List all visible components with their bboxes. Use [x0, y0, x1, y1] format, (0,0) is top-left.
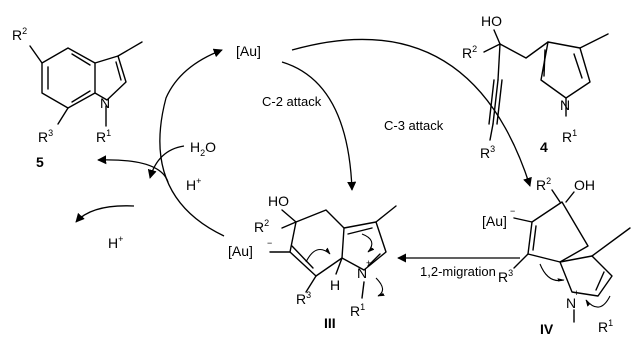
compound-label-iv: IV	[540, 321, 554, 337]
proton-out-arrow	[75, 205, 135, 223]
compound-label-iii: III	[324, 315, 336, 331]
r2-label-5: R2	[12, 26, 27, 43]
h-label-iii: H	[330, 277, 340, 293]
hydroxyl-label-iii: HO	[268, 193, 289, 209]
r1-label-iv: R1	[598, 318, 613, 335]
au-label-iv: [Au]	[482, 213, 507, 229]
substrate-4-structure: HO R2 N R1 R3 4	[462, 13, 609, 161]
n-charge-iii: +	[366, 258, 371, 268]
hydroxyl-label-4: HO	[481, 13, 502, 29]
au-label-iii: [Au]	[228, 243, 253, 259]
n-label-iv: N	[566, 295, 576, 311]
r3-label-5: R3	[38, 128, 53, 145]
au-charge-iv: −	[510, 206, 515, 216]
r2-label-iii: R2	[254, 218, 269, 235]
r2-label-4: R2	[462, 44, 477, 61]
compound-label-5: 5	[36, 154, 44, 170]
intermediate-iii-structure: HO R2 [Au] − R3 H N + R1 III	[228, 193, 397, 331]
product-release-arrow	[97, 155, 169, 183]
r3-label-iv: R3	[498, 268, 513, 285]
r1-label-5: R1	[96, 128, 111, 145]
product-5-structure: R2 R3 N R1 5	[12, 26, 143, 170]
au-charge-iii: −	[267, 238, 272, 248]
n-charge-iv: +	[574, 288, 579, 298]
proton-label-out: H+	[108, 234, 123, 251]
proton-label-in: H+	[186, 176, 201, 193]
r1-label-4: R1	[562, 128, 577, 145]
hydroxyl-label-iv: OH	[574, 177, 595, 193]
r3-label-iii: R3	[296, 290, 311, 307]
r1-label-iii: R1	[350, 302, 365, 319]
compound-label-4: 4	[540, 139, 548, 155]
intermediate-iv-structure: R2 OH [Au] − R3 N + R1 IV	[482, 176, 631, 337]
n-label-4: N	[560, 97, 570, 113]
c2-attack-label: C-2 attack	[262, 94, 322, 109]
cycle-return-arrow	[159, 48, 225, 237]
n-label-5: N	[100, 95, 110, 111]
c3-attack-arrow	[291, 38, 532, 187]
catalyst-label: [Au]	[236, 43, 261, 59]
r3-label-4: R3	[480, 144, 495, 161]
n-label-iii: N	[357, 265, 367, 281]
r2-label-iv: R2	[536, 176, 551, 193]
c3-attack-label: C-3 attack	[384, 118, 444, 133]
proton-in-arrow	[147, 145, 185, 179]
c2-attack-arrow	[281, 61, 357, 191]
migration-label: 1,2-migration	[420, 264, 496, 279]
water-label: H2O	[190, 139, 216, 158]
